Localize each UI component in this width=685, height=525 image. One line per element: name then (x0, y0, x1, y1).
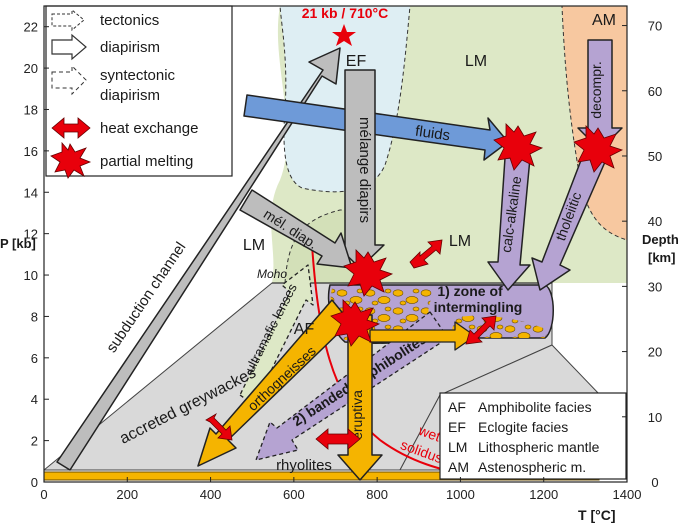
legend-heat-exchange: heat exchange (100, 120, 198, 137)
y2-tick-label-4: 40 (648, 214, 662, 229)
y-tick-label-8: 16 (24, 144, 38, 159)
legend-partial-melting: partial melting (100, 153, 193, 170)
y2-tick-label-6: 60 (648, 84, 662, 99)
wet-label: wet (416, 422, 443, 445)
y-tick-label-6: 12 (24, 227, 38, 242)
legend: tectonics diapirism syntectonic diapiris… (45, 5, 233, 179)
lm-left-label: LM (243, 237, 265, 254)
x-tick-label-6: 1200 (529, 487, 558, 502)
y-tick-label-7: 14 (24, 185, 38, 200)
y2-axis-label-2: [km] (648, 250, 675, 265)
abbrev-text-3: Astenospheric m. (478, 459, 586, 475)
y2-tick-label-7: 70 (648, 19, 662, 34)
tectonics-legend-icon (51, 8, 85, 32)
y2-tick-label-0: 0 (651, 475, 658, 490)
abbrev-code-1: EF (448, 419, 466, 435)
y-tick-label-9: 18 (24, 102, 38, 117)
y2-tick-label-3: 30 (648, 279, 662, 294)
y-tick-label-5: 10 (24, 268, 38, 283)
rhyolites-label: rhyolites (276, 457, 332, 474)
abbrev-code-0: AF (448, 399, 466, 415)
x-tick-label-2: 400 (200, 487, 222, 502)
abbrev-code-3: AM (448, 459, 469, 475)
ef-label: EF (346, 53, 367, 70)
moho-label: Moho (257, 267, 287, 281)
x-tick-label-3: 600 (283, 487, 305, 502)
legend-syntectonic-1: syntectonic (100, 67, 176, 84)
y-tick-label-10: 20 (24, 61, 38, 76)
zone-label-2: intermingling (434, 299, 523, 315)
x-tick-label-0: 0 (40, 487, 47, 502)
abbrev-legend: AF Amphibolite facies EF Eclogite facies… (439, 392, 627, 480)
syntectonic-legend-icon (51, 64, 87, 96)
y2-tick-label-1: 10 (648, 410, 662, 425)
melt-star-2 (330, 299, 381, 347)
y-tick-label-1: 2 (31, 434, 38, 449)
y2-tick-label-5: 50 (648, 149, 662, 164)
melange-label: mélange diapirs (356, 117, 373, 223)
y-tick-label-0: 0 (31, 475, 38, 490)
melt-star-1 (343, 249, 394, 297)
diapirism-legend-icon (51, 33, 87, 61)
partial-melting-legend-icon (50, 141, 92, 179)
peak-label: 21 kb / 710°C (302, 5, 389, 21)
y-tick-label-3: 6 (31, 351, 38, 366)
x-tick-label-7: 1400 (613, 487, 642, 502)
melt-star-4 (573, 125, 624, 173)
heat-exchange-arrows (205, 239, 497, 450)
decompr-label: decompr. (588, 61, 604, 119)
plot-frame (43, 5, 628, 483)
fluids-label: fluids (414, 123, 451, 145)
zone-label-1: 1) zone of (437, 283, 503, 299)
y-tick-label-11: 22 (24, 20, 38, 35)
melt-star-3 (493, 123, 544, 171)
abbrev-text-2: Lithospheric mantle (478, 439, 600, 455)
y2-axis-label-1: Depth (642, 232, 679, 247)
y-tick-label-2: 4 (31, 392, 38, 407)
fluids-arrow: fluids (243, 94, 509, 161)
x-axis-label: T [°C] (578, 507, 615, 523)
x-tick-label-1: 200 (116, 487, 138, 502)
eruptiva-label: eruptiva (349, 390, 365, 440)
y2-tick-label-2: 20 (648, 345, 662, 360)
af-label: AF (294, 321, 315, 338)
abbrev-text-0: Amphibolite facies (478, 399, 592, 415)
legend-diapirism: diapirism (100, 39, 160, 56)
peak-star (332, 24, 356, 46)
y-tick-label-4: 8 (31, 309, 38, 324)
abbrev-code-2: LM (448, 439, 467, 455)
x-tick-label-4: 800 (366, 487, 388, 502)
x-tick-label-5: 1000 (446, 487, 475, 502)
am-label: AM (592, 12, 616, 29)
lm-top-label: LM (465, 53, 487, 70)
partial-melting-stars (330, 123, 624, 347)
abbrev-text-1: Eclogite facies (478, 419, 568, 435)
heat-exchange-legend-icon (51, 117, 91, 139)
legend-tectonics: tectonics (100, 12, 159, 29)
melange-arrow: mélange diapirs (335, 69, 385, 269)
heat-flow-arrow (369, 321, 476, 351)
legend-syntectonic-2: diapirism (100, 87, 160, 104)
lm-center-label: LM (449, 233, 471, 250)
y-axis-label: P [kb] (0, 236, 36, 251)
